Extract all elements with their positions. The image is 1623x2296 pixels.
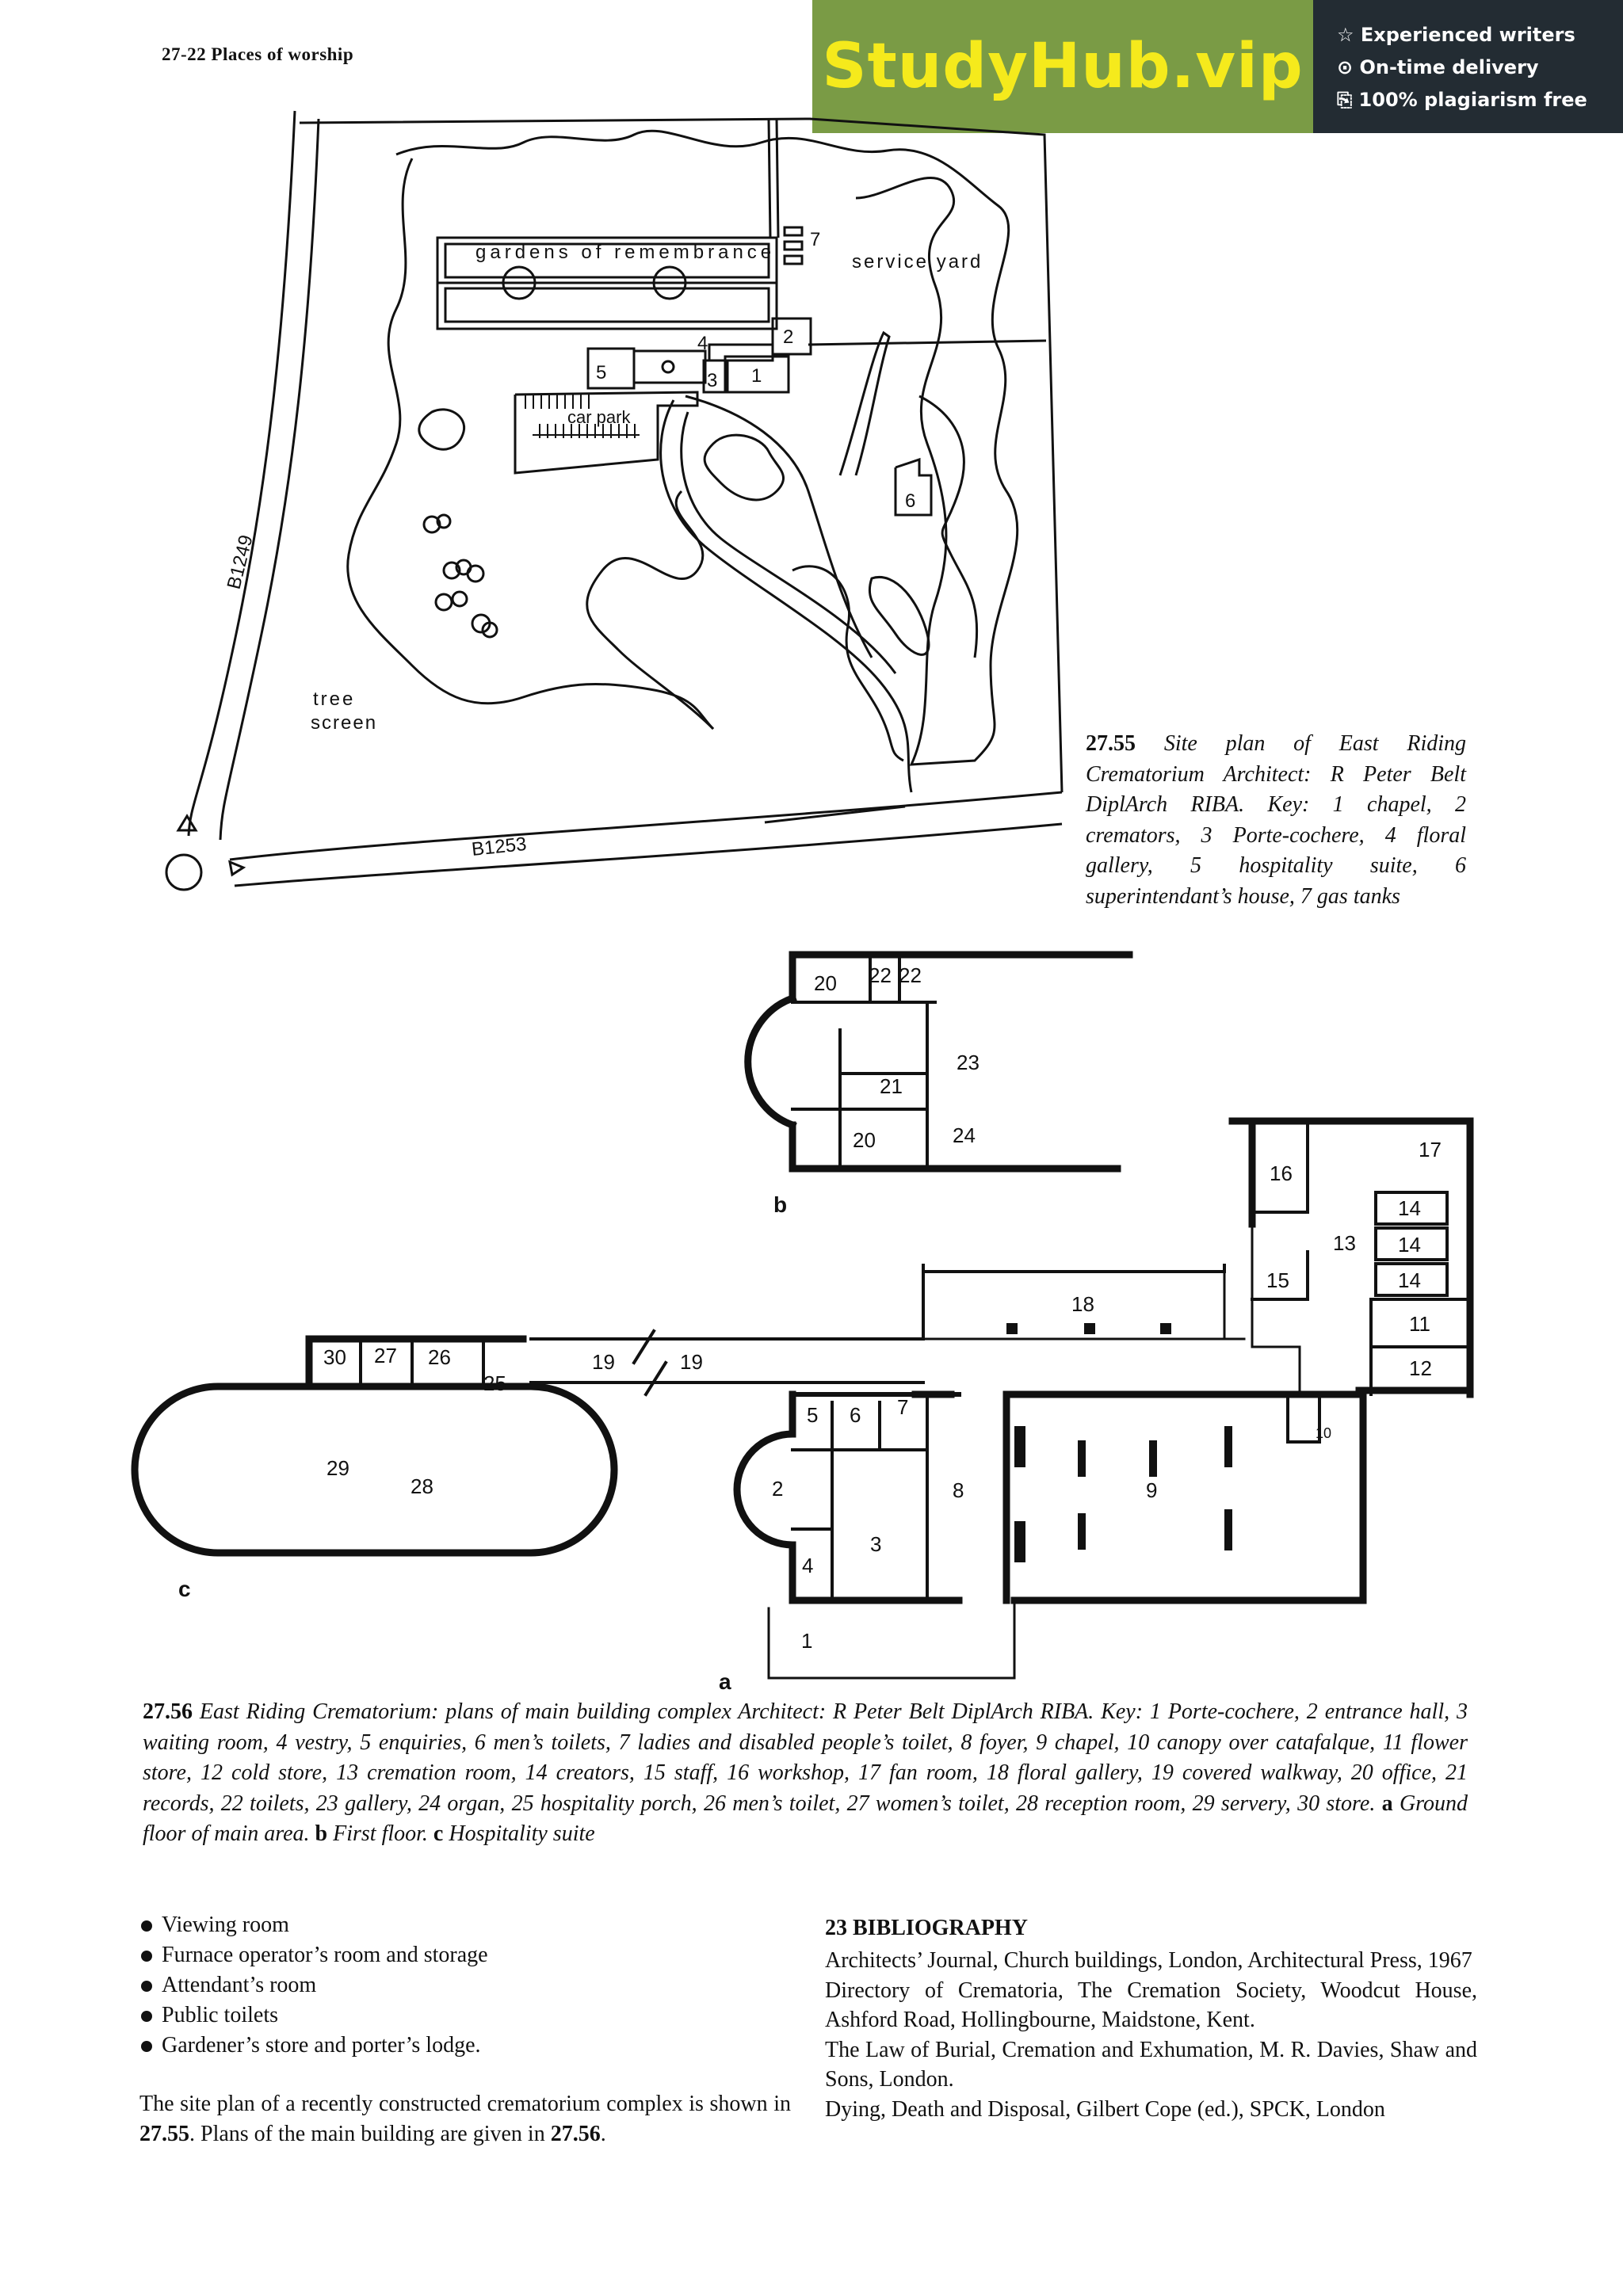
room-16: 16 [1270, 1161, 1293, 1185]
body-paragraph: The site plan of a recently constructed … [139, 2092, 791, 2146]
room-22b: 22 [899, 963, 922, 987]
site-num-2: 2 [783, 326, 793, 348]
room-29: 29 [327, 1456, 349, 1480]
room-2: 2 [772, 1477, 783, 1501]
caption-27-56-a-text: Ground floor of main area. [143, 1791, 1468, 1847]
bibliography-entry: Directory of Crematoria, The Cremation S… [825, 1978, 1477, 2033]
list-item: Furnace operator’s room and storage [139, 1940, 805, 1970]
feature-plagiarism: ⎘ 100% plagiarism free [1337, 89, 1587, 111]
caption-27-55: 27.55 Site plan of East Riding Crematori… [1086, 729, 1466, 912]
feature-writers: ☆ Experienced writers [1337, 24, 1575, 46]
ref-27-55: 27.55 [139, 2121, 189, 2146]
feature-delivery: ⊙ On-time delivery [1337, 56, 1539, 78]
bullet-icon [141, 1950, 152, 1962]
part-label-c: c [178, 1577, 191, 1601]
room-20-lower: 20 [853, 1128, 876, 1152]
bibliography-entry: Architects’ Journal, Church buildings, L… [825, 1948, 1472, 1973]
room-24: 24 [953, 1123, 976, 1147]
bullet-list: Viewing room Furnace operator’s room and… [139, 1910, 805, 2061]
bullet-icon [141, 1920, 152, 1932]
room-1: 1 [801, 1629, 812, 1653]
list-item: Public toilets [139, 2000, 805, 2031]
room-10: 10 [1316, 1425, 1331, 1441]
room-4: 4 [802, 1554, 813, 1577]
list-item: Gardener’s store and porter’s lodge. [139, 2031, 805, 2061]
caption-27-56-c: c [433, 1821, 444, 1846]
room-12: 12 [1409, 1356, 1432, 1380]
bibliography-list: Architects’ Journal, Church buildings, L… [825, 1946, 1477, 2124]
floor-plan-drawing: 20 22 22 23 21 20 24 1 2 3 4 5 6 7 8 9 1… [131, 951, 1474, 1694]
room-19b: 19 [680, 1350, 703, 1374]
bibliography-entry: The Law of Burial, Cremation and Exhumat… [825, 2037, 1477, 2092]
room-22a: 22 [869, 963, 892, 987]
room-18: 18 [1071, 1292, 1094, 1316]
list-item: Attendant’s room [139, 1970, 805, 2000]
room-14c: 14 [1398, 1268, 1421, 1292]
banner-features: ☆ Experienced writers ⊙ On-time delivery… [1313, 0, 1623, 133]
label-car-park: car park [567, 407, 631, 427]
site-num-6: 6 [905, 490, 915, 512]
caption-27-56-b: b [315, 1821, 328, 1846]
room-30: 30 [323, 1345, 346, 1369]
caption-27-56: 27.56 East Riding Crematorium: plans of … [143, 1697, 1468, 1850]
bullet-icon [141, 2010, 152, 2022]
room-11: 11 [1409, 1312, 1430, 1336]
room-5: 5 [807, 1403, 818, 1427]
room-8: 8 [953, 1478, 964, 1502]
room-23: 23 [957, 1051, 980, 1074]
site-num-4: 4 [697, 333, 708, 354]
bibliography-entry: Dying, Death and Disposal, Gilbert Cope … [825, 2096, 1385, 2122]
room-25: 25 [483, 1371, 506, 1395]
label-tree: tree [313, 688, 355, 710]
room-15: 15 [1266, 1268, 1289, 1292]
site-plan-drawing: gardens of remembrance service yard car … [165, 110, 1064, 891]
room-27: 27 [374, 1344, 397, 1367]
brand-logo[interactable]: StudyHub.vip [812, 0, 1313, 133]
caption-27-56-text: East Riding Crematorium: plans of main b… [143, 1699, 1468, 1816]
room-17: 17 [1419, 1138, 1442, 1161]
caption-27-56-b-text: First floor. [333, 1821, 428, 1846]
caption-27-55-text: Site plan of East Riding Crematorium Arc… [1086, 731, 1466, 909]
running-head: 27-22 Places of worship [162, 44, 354, 64]
room-6: 6 [850, 1403, 861, 1427]
room-26: 26 [428, 1345, 451, 1369]
site-num-1: 1 [751, 365, 762, 387]
caption-27-55-number: 27.55 [1086, 731, 1136, 756]
bullet-icon [141, 1980, 152, 1992]
ref-27-56: 27.56 [550, 2121, 601, 2146]
caption-27-56-a: a [1381, 1791, 1393, 1816]
part-label-a: a [719, 1669, 731, 1694]
room-20-upper: 20 [814, 971, 837, 995]
room-3: 3 [870, 1532, 881, 1556]
bibliography-heading: 23 BIBLIOGRAPHY [825, 1916, 1028, 1940]
caption-27-56-c-text: Hospitality suite [449, 1821, 595, 1846]
room-7: 7 [897, 1395, 908, 1419]
room-21: 21 [880, 1074, 903, 1098]
room-28: 28 [411, 1474, 433, 1498]
label-b1249: B1249 [223, 533, 258, 592]
label-gardens: gardens of remembrance [475, 242, 775, 263]
label-screen: screen [311, 712, 377, 734]
room-19a: 19 [592, 1350, 615, 1374]
room-9: 9 [1146, 1478, 1157, 1502]
room-14b: 14 [1398, 1233, 1421, 1257]
site-num-3: 3 [707, 370, 717, 391]
part-label-b: b [773, 1192, 787, 1217]
site-num-7: 7 [810, 229, 820, 250]
room-14a: 14 [1398, 1196, 1421, 1220]
studyhub-banner[interactable]: StudyHub.vip ☆ Experienced writers ⊙ On-… [812, 0, 1623, 133]
caption-27-56-number: 27.56 [143, 1699, 193, 1724]
label-service-yard: service yard [852, 251, 983, 273]
bullet-icon [141, 2040, 152, 2052]
room-13: 13 [1333, 1231, 1356, 1255]
site-num-5: 5 [596, 362, 606, 383]
list-item: Viewing room [139, 1910, 805, 1940]
